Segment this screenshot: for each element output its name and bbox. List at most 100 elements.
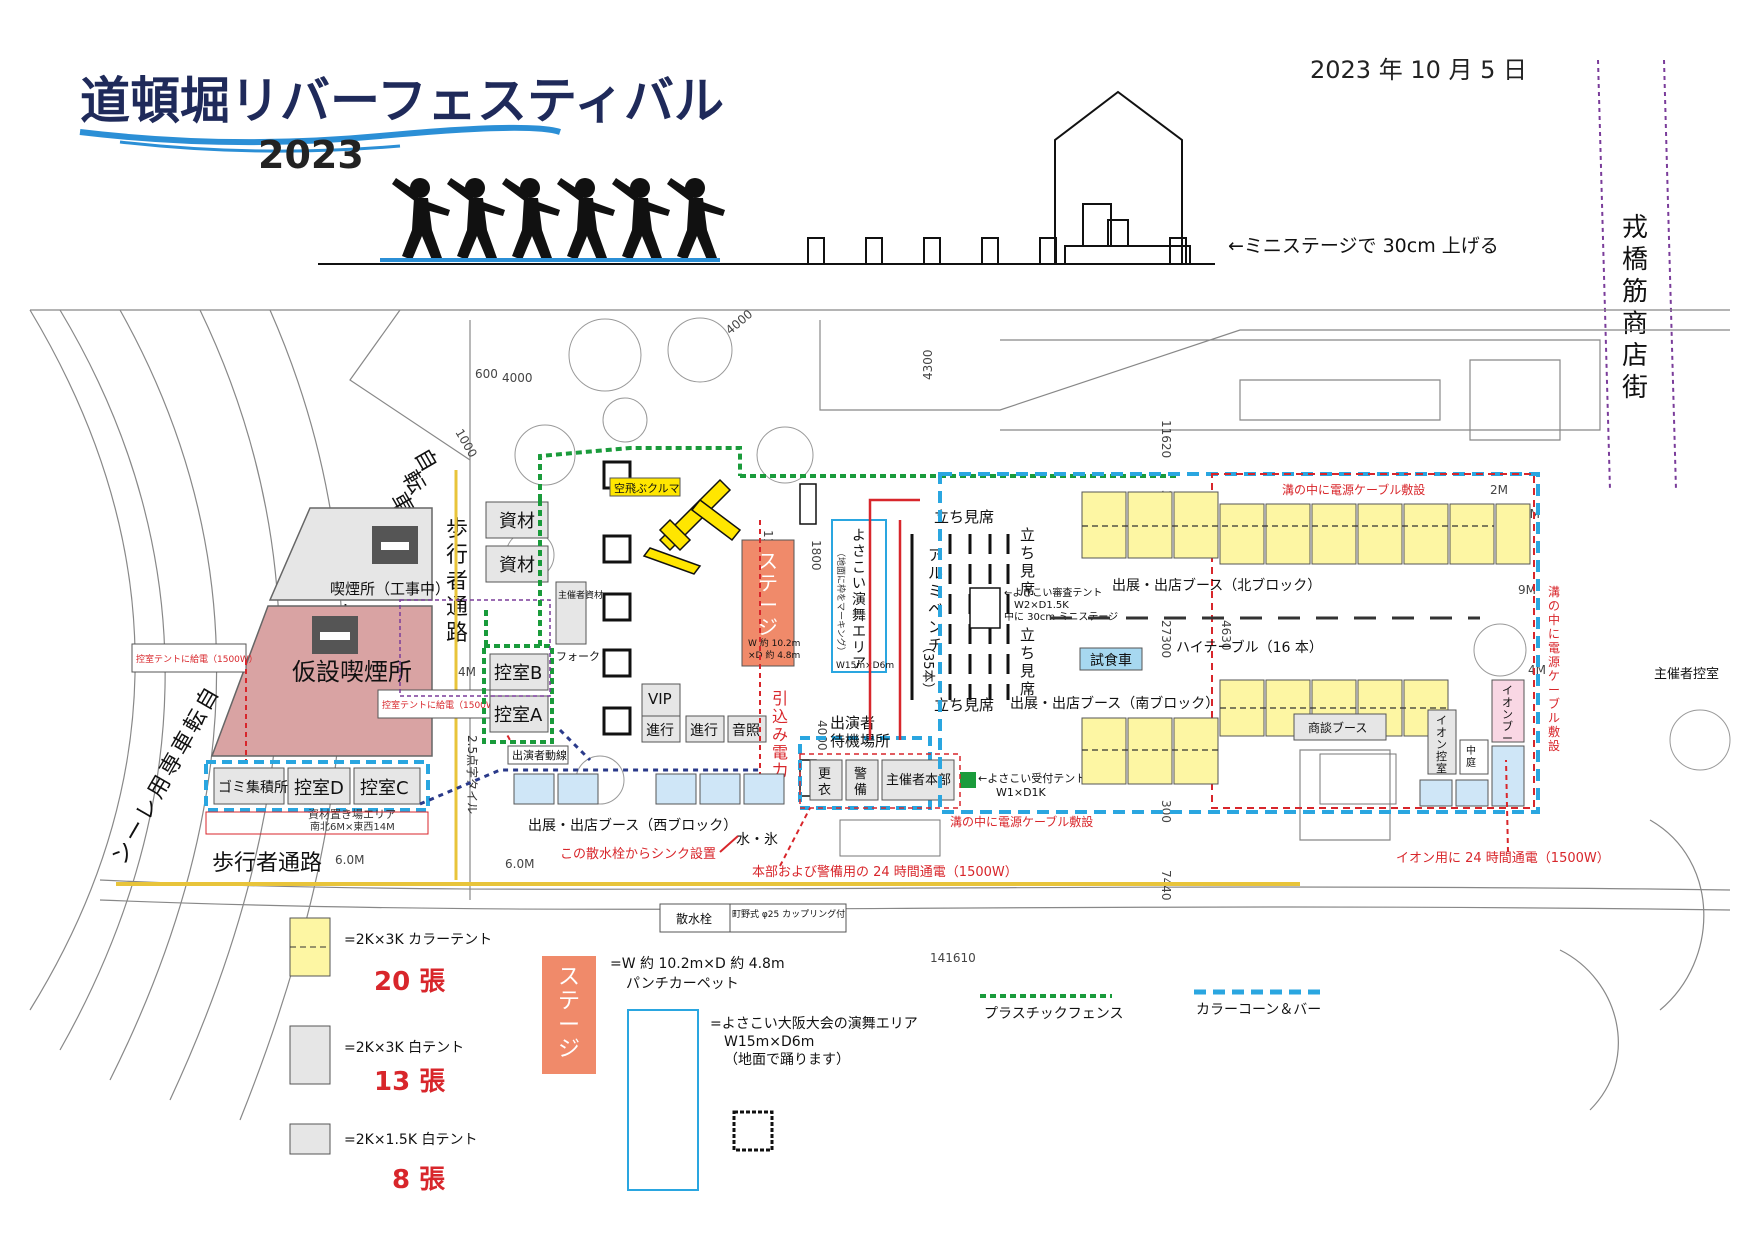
garbage-label: ゴミ集積所 [218, 779, 288, 796]
hydrant-table [659, 903, 847, 933]
courtyard [1459, 739, 1489, 775]
legend-yosakoi [627, 1009, 699, 1191]
west-booth-label: 出展・出店ブース（西ブロック） [528, 817, 737, 834]
north-booth-tents[interactable] [1081, 491, 1495, 565]
security-tent[interactable] [845, 759, 879, 801]
svg-text:4000: 4000 [723, 307, 755, 337]
red-route-arrow [868, 498, 920, 740]
dancer-silhouettes [392, 178, 725, 260]
hq-label: 主催者本部 [886, 773, 951, 788]
water-ice-label: 水・氷 [736, 832, 778, 848]
yosakoi-area[interactable] [831, 519, 887, 673]
security-label: 警 [854, 766, 867, 782]
courtyard-label: 中 [1466, 744, 1476, 757]
room-a-label: 控室A [494, 705, 543, 726]
performer-waiting-label-2: 待機場所 [830, 732, 890, 750]
svg-text:こ: こ [852, 560, 866, 576]
svg-text:さ: さ [852, 544, 866, 560]
svg-text:ジ: ジ [558, 1037, 580, 1062]
room-d[interactable] [287, 767, 351, 805]
svg-text:ル: ル [1548, 711, 1560, 725]
svg-text:控: 控 [1436, 749, 1447, 763]
reception-label: ←よさこい受付テント [978, 772, 1086, 785]
svg-text:見: 見 [1020, 662, 1035, 680]
svg-text:溝: 溝 [1548, 585, 1560, 599]
dancer-figure [667, 178, 725, 260]
aeon-booth[interactable] [1491, 679, 1525, 743]
progress-tent-1[interactable] [641, 715, 681, 743]
street-boundary-purple [1663, 59, 1677, 491]
dancer-figure [502, 178, 560, 260]
cable-north-label: 溝の中に電源ケーブル敷設 [1282, 482, 1425, 497]
braille-tile-label: 2.5点字タイル [465, 735, 480, 814]
svg-text:い: い [852, 576, 866, 592]
dancer-figure [392, 178, 450, 260]
svg-text:舞: 舞 [852, 608, 866, 624]
legend-judge-icon [732, 1110, 774, 1152]
progress-tent-2[interactable] [685, 715, 725, 743]
svg-text:4000: 4000 [815, 720, 829, 751]
tasting-car[interactable] [1079, 647, 1143, 671]
no-smoking-icon [372, 526, 418, 564]
vip-label: VIP [648, 690, 672, 708]
reception-tent[interactable] [960, 772, 976, 788]
legend-yosakoi-ground: （地面で踊ります） [724, 1052, 850, 1068]
svg-text:イ: イ [1502, 684, 1513, 697]
legend-white-tent-label: =2K×3K 白テント [344, 1040, 464, 1056]
smoking-area-label: 喫煙所（工事中） [330, 580, 450, 598]
sink-note: この散水栓からシンク設置 [560, 846, 716, 862]
yosakoi-area-size: W15m×D6m [836, 661, 894, 671]
svg-text:込: 込 [772, 707, 788, 726]
aeon-power-note: イオン用に 24 時間通電（1500W） [1396, 851, 1610, 866]
stage[interactable] [741, 539, 795, 667]
performer-route-label: 出演者動線 [512, 748, 567, 762]
organizer-material-tent[interactable] [555, 581, 587, 645]
room-b[interactable] [489, 653, 549, 691]
legend-color-tent-label: =2K×3K カラーテント [344, 932, 492, 948]
material-tent-2[interactable] [485, 545, 549, 583]
svg-text:ケ: ケ [1548, 669, 1560, 683]
material-tent-1[interactable] [485, 501, 549, 539]
garbage-area[interactable] [213, 767, 285, 805]
svg-text:300: 300 [1159, 800, 1173, 823]
performer-route-line [419, 768, 760, 806]
performer-route-label-box [507, 745, 569, 765]
aeon-room[interactable] [1427, 709, 1457, 775]
svg-text:2M: 2M [1490, 483, 1508, 497]
progress-label-1: 進行 [646, 723, 674, 739]
svg-text:筋: 筋 [1622, 277, 1648, 307]
cable-south-label: 溝の中に電源ケーブル敷設 [950, 814, 1093, 829]
title-wave [79, 124, 561, 146]
svg-text:中: 中 [1548, 612, 1560, 627]
dancer-figure [557, 178, 615, 260]
svg-text:見: 見 [1020, 562, 1035, 580]
changing-tent[interactable] [809, 759, 843, 801]
business-booth[interactable] [1293, 713, 1387, 741]
svg-text:4000: 4000 [502, 371, 533, 385]
svg-text:立: 立 [1020, 526, 1035, 544]
legend-stage-desc: =W 約 10.2m×D 約 4.8m [610, 956, 785, 972]
dancer-figure [612, 178, 670, 260]
room-c[interactable] [353, 767, 421, 805]
sound-label: 音照 [732, 722, 760, 739]
judge-tent[interactable] [969, 587, 1001, 629]
svg-text:ス: ス [558, 965, 580, 990]
hq-red-boundary [799, 753, 961, 809]
material-area-border [205, 811, 429, 835]
north-booth-label: 出展・出店ブース（北ブロック） [1112, 577, 1321, 594]
south-booth-label: 出展・出店ブース（南ブロック） [1010, 695, 1219, 712]
legend-small-tent [289, 1123, 331, 1155]
festival-year: 2023 [258, 133, 364, 177]
svg-text:に: に [1548, 627, 1560, 641]
svg-text:11620: 11620 [1159, 420, 1173, 458]
stage-size-label: W 約 10.2m [748, 637, 800, 649]
west-booth-tents[interactable] [513, 773, 785, 805]
business-booth-label: 商談ブース [1308, 720, 1367, 735]
legend-stage [542, 956, 596, 1074]
equipment-blocks [602, 460, 632, 736]
temp-smoking-area[interactable] [210, 605, 433, 757]
svg-text:ち: ち [1020, 544, 1035, 562]
street-name: 戎 橋 筋 商 店 街 [1622, 213, 1648, 403]
